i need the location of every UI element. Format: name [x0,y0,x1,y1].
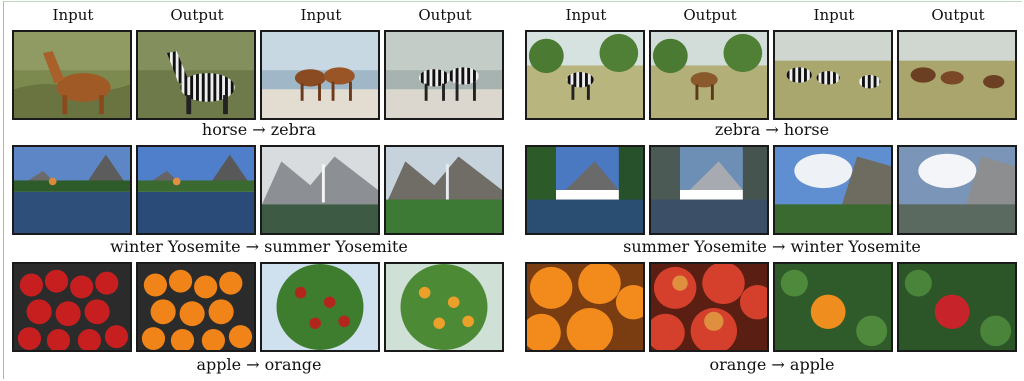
row-caption-orange-to-apple: orange → apple [709,355,835,374]
winter-valley-photo [260,145,380,235]
column-header-output: Output [418,6,472,24]
figure-panel-right: Input Output Input Output zebra [525,6,1019,378]
apples-closeup-photo [649,262,769,352]
column-header-input: Input [52,6,94,24]
oranges-crate-photo [136,262,256,352]
row-caption-winter-to-summer: winter Yosemite → summer Yosemite [110,237,408,256]
apple-on-branch-photo [897,262,1017,352]
column-headers-left: Input Output Input Output [12,6,506,24]
column-header-input: Input [300,6,342,24]
summer-valley-photo [384,145,504,235]
figure-frame [3,1,1022,379]
column-header-output: Output [683,6,737,24]
zebra-photo [136,30,256,120]
horse-photo [12,30,132,120]
zebra-herd-photo [773,30,893,120]
summer-river-photo [525,145,645,235]
orange-tree-photo [384,262,504,352]
summer-lake-photo [136,145,256,235]
column-header-input: Input [565,6,607,24]
winter-river-photo [649,145,769,235]
horses-beach-photo [260,30,380,120]
column-header-output: Output [931,6,985,24]
row-caption-apple-to-orange: apple → orange [196,355,322,374]
summer-lake-photo [12,145,132,235]
apples-crate-photo [12,262,132,352]
row-caption-summer-to-winter: summer Yosemite → winter Yosemite [623,237,921,256]
winter-cliff-photo [897,145,1017,235]
zebras-savanna-photo [525,30,645,120]
oranges-closeup-photo [525,262,645,352]
horse-herd-photo [897,30,1017,120]
column-header-input: Input [813,6,855,24]
zebras-beach-photo [384,30,504,120]
row-caption-horse-to-zebra: horse → zebra [201,120,317,139]
apple-tree-photo [260,262,380,352]
summer-cliff-photo [773,145,893,235]
row-caption-zebra-to-horse: zebra → horse [714,120,830,139]
figure-panel-left: Input Output Input Output [12,6,506,378]
horse-savanna-photo [649,30,769,120]
column-headers-right: Input Output Input Output [525,6,1019,24]
orange-on-branch-photo [773,262,893,352]
column-header-output: Output [170,6,224,24]
